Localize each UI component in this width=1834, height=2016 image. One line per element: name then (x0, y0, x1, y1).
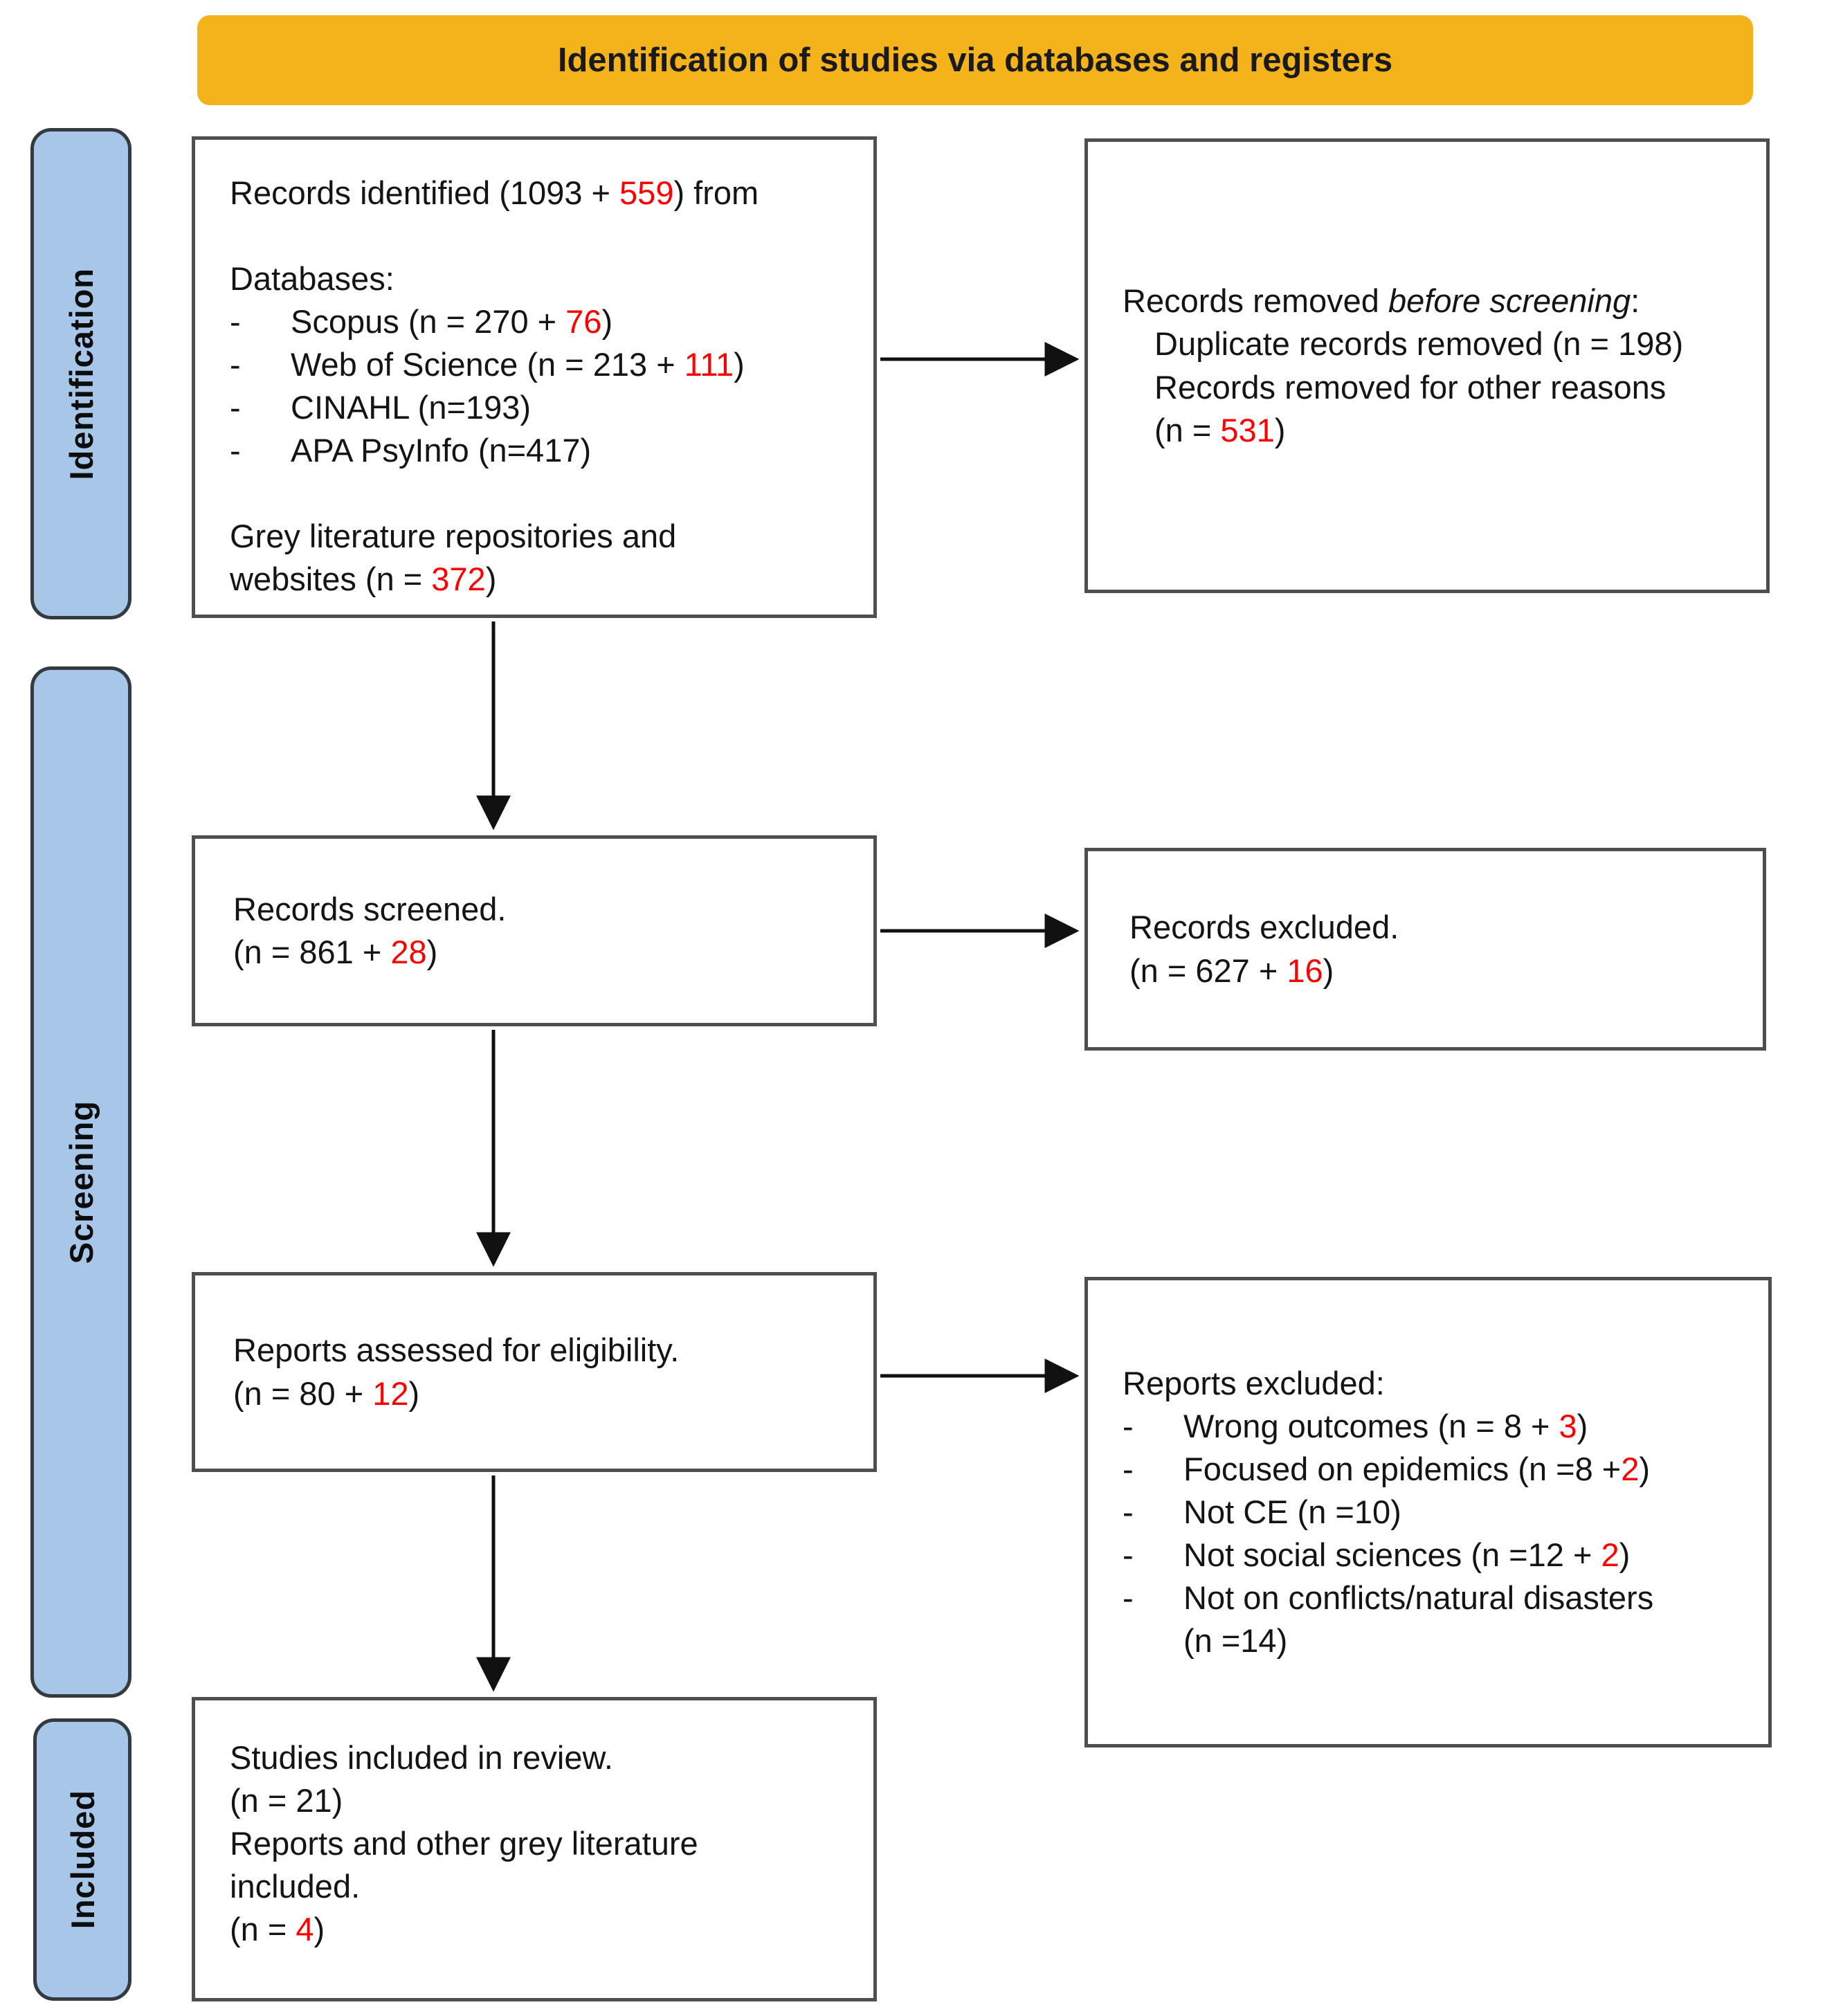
text-line: -Not on conflicts/natural disasters (1123, 1577, 1749, 1619)
bullet-dash: - (230, 303, 241, 340)
box-records-removed-before-screening: Records removed before screening: Duplica… (1084, 138, 1770, 593)
text-line: Records removed for other reasons (1154, 368, 1667, 406)
text-line: -Wrong outcomes (n = 8 + 3) (1123, 1405, 1749, 1448)
text-line: -Scopus (n = 270 + 76) (230, 300, 853, 343)
box-reports-assessed-for-eligibility: Reports assessed for eligibility. (n = 80… (192, 1272, 877, 1472)
text-line: Records removed before screening: (1123, 282, 1640, 320)
text-line: Studies included in review. (230, 1739, 613, 1776)
title-banner: Identification of studies via databases … (197, 15, 1753, 105)
text-line: included. (230, 1868, 361, 1905)
stage-label-included: Included (64, 1790, 101, 1929)
stage-bar-included: Included (33, 1718, 131, 2001)
text-line: -APA PsyInfo (n=417) (230, 429, 853, 472)
bullet-dash: - (1123, 1493, 1134, 1530)
text-line: Records screened. (233, 890, 507, 927)
stage-bar-screening: Screening (30, 666, 131, 1698)
text-line: Databases: (230, 260, 394, 298)
stage-label-identification: Identification (62, 267, 100, 480)
text-line: (n = 4) (230, 1911, 325, 1948)
bullet-dash: - (1123, 1579, 1134, 1617)
text-line: (n = 861 + 28) (233, 934, 438, 970)
box-records-screened: Records screened. (n = 861 + 28) (192, 835, 877, 1026)
text-line: -Not social sciences (n =12 + 2) (1123, 1534, 1749, 1577)
box-studies-included-in-review: Studies included in review. (n = 21) Repor… (192, 1697, 877, 2001)
text-line: (n = 627 + 16) (1129, 952, 1334, 989)
text-line: Duplicate records removed (n = 198) (1154, 325, 1684, 363)
text-line: -Focused on epidemics (n =8 +2) (1123, 1448, 1749, 1491)
text-line: websites (n = 372) (230, 561, 497, 598)
text-line (230, 215, 853, 257)
text-line: Reports assessed for eligibility. (233, 1332, 680, 1369)
text-line: (n = 21) (230, 1782, 343, 1819)
bullet-dash: - (1123, 1536, 1134, 1574)
text-line: -Web of Science (n = 213 + 111) (230, 343, 853, 386)
text-line: -CINAHL (n=193) (230, 386, 853, 429)
box-records-identified: Records identified (1093 + 559) from Dat… (192, 136, 877, 618)
text-line: -Not CE (n =10) (1123, 1491, 1749, 1534)
stage-bar-identification: Identification (30, 128, 131, 619)
bullet-dash: - (230, 432, 241, 469)
text-line: Records identified (1093 + 559) from (230, 174, 759, 211)
text-line (230, 472, 853, 515)
text-line: Records excluded. (1129, 909, 1399, 946)
text-line: Reports excluded: (1123, 1364, 1385, 1401)
text-line: (n =14) (1183, 1622, 1288, 1660)
stage-label-screening: Screening (62, 1100, 100, 1264)
bullet-dash: - (230, 389, 241, 426)
text-line: Reports and other grey literature (230, 1825, 698, 1862)
text-line: Grey literature repositories and (230, 518, 677, 555)
diagram-title: Identification of studies via databases … (557, 42, 1393, 79)
text-line: (n = 531) (1154, 411, 1286, 448)
bullet-dash: - (230, 346, 241, 383)
text-line: (n = 80 + 12) (233, 1374, 420, 1412)
bullet-dash: - (1123, 1407, 1134, 1444)
box-reports-excluded: Reports excluded: -Wrong outcomes (n = 8 … (1084, 1277, 1772, 1747)
box-records-excluded: Records excluded. (n = 627 + 16) (1084, 848, 1766, 1051)
bullet-dash: - (1123, 1450, 1134, 1487)
